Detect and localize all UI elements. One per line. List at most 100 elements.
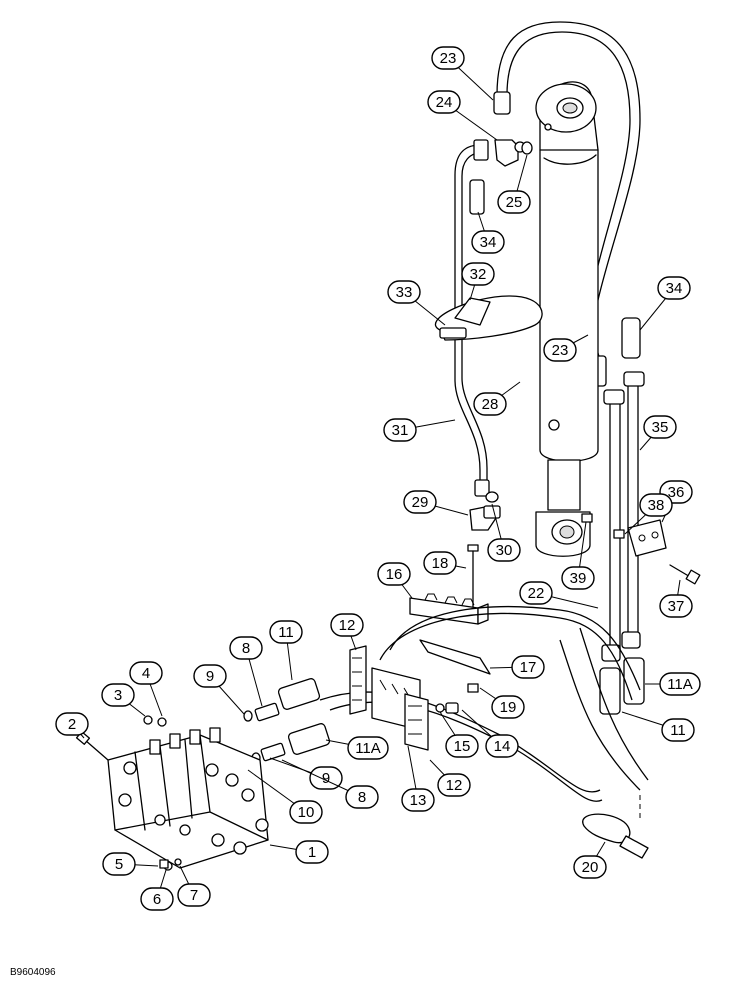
cylinder-28 <box>535 81 599 557</box>
callout-9: 9 <box>193 664 245 715</box>
nut-19 <box>467 683 479 693</box>
callout-2: 2 <box>55 712 89 739</box>
callout-11A: 11A <box>645 672 701 696</box>
callout-12: 12 <box>330 613 364 651</box>
callout-label: 19 <box>500 699 517 716</box>
diagram-code: B9604096 <box>10 967 56 978</box>
callout-19: 19 <box>479 687 525 719</box>
nut-4 <box>157 717 167 727</box>
callout-34: 34 <box>639 276 691 331</box>
callout-box <box>377 562 411 586</box>
callout-8: 8 <box>229 636 263 707</box>
callout-32: 32 <box>461 262 495 301</box>
callout-box <box>497 190 531 214</box>
callout-box <box>573 855 607 879</box>
clamp-20 <box>582 813 649 859</box>
callout-11A: 11A <box>325 736 389 760</box>
callout-label: 12 <box>339 617 356 634</box>
callout-label: 8 <box>242 640 250 657</box>
callout-box <box>383 418 417 442</box>
callout-17: 17 <box>489 655 545 679</box>
callout-25: 25 <box>497 154 531 214</box>
callout-38: 38 <box>624 493 673 535</box>
callout-37: 37 <box>659 579 693 618</box>
callout-box <box>487 538 521 562</box>
callout-23: 23 <box>543 334 589 362</box>
callout-5: 5 <box>102 852 159 876</box>
callout-label: 11 <box>670 722 686 739</box>
callout-label: 16 <box>386 566 403 583</box>
callout-20: 20 <box>573 841 607 879</box>
washer-7 <box>174 858 182 866</box>
callout-label: 37 <box>668 598 685 615</box>
callout-label: 39 <box>570 570 587 587</box>
callout-label: 13 <box>410 792 427 809</box>
coupler-11a-left <box>287 723 331 755</box>
callout-box <box>473 392 507 416</box>
strap-17 <box>419 639 491 675</box>
callout-box <box>519 581 553 605</box>
callout-label: 36 <box>668 484 685 501</box>
callout-label: 20 <box>582 859 599 876</box>
callout-box <box>345 785 379 809</box>
callout-10: 10 <box>247 769 323 824</box>
callout-label: 34 <box>480 234 497 251</box>
bolt-37 <box>669 564 701 585</box>
callout-box <box>295 840 329 864</box>
callout-11: 11 <box>621 711 695 742</box>
callout-label: 11A <box>667 676 693 693</box>
callout-16: 16 <box>377 562 413 599</box>
callout-box <box>485 734 519 758</box>
callout-label: 23 <box>552 342 569 359</box>
callout-label: 5 <box>115 856 123 873</box>
callout-box <box>659 594 693 618</box>
callout-box <box>661 718 695 742</box>
callout-box <box>269 620 303 644</box>
bolt-2 <box>75 731 109 761</box>
callout-label: 33 <box>396 284 413 301</box>
callout-label: 3 <box>114 687 122 704</box>
callout-label: 34 <box>666 280 683 297</box>
hose-35 <box>601 317 645 662</box>
elbow-24 <box>494 139 526 167</box>
callout-label: 11A <box>355 740 381 757</box>
callout-22: 22 <box>519 581 599 609</box>
callout-8: 8 <box>281 759 379 809</box>
callout-29: 29 <box>403 490 469 516</box>
callout-label: 28 <box>482 396 499 413</box>
o-ring-30 <box>485 491 499 503</box>
callout-box <box>102 852 136 876</box>
callout-33: 33 <box>387 280 446 326</box>
adapter-8-lower <box>260 742 286 762</box>
callout-label: 25 <box>506 194 523 211</box>
clamp-block-16 <box>409 593 489 625</box>
adapter-8-upper <box>254 702 280 722</box>
callout-label: 24 <box>436 94 453 111</box>
callout-14: 14 <box>461 709 519 758</box>
callout-box <box>229 636 263 660</box>
callout-box <box>445 734 479 758</box>
callout-label: 29 <box>412 494 429 511</box>
callout-box <box>659 672 701 696</box>
callout-box <box>177 883 211 907</box>
o-ring-25 <box>521 141 533 155</box>
callout-label: 18 <box>432 555 449 572</box>
nut-14 <box>445 702 459 714</box>
control-valve-1 <box>107 727 269 869</box>
callout-box <box>471 230 505 254</box>
callout-label: 6 <box>153 891 161 908</box>
callout-label: 31 <box>392 422 409 439</box>
callout-35: 35 <box>639 415 677 451</box>
nut-39 <box>581 513 593 523</box>
callout-label: 22 <box>528 585 545 602</box>
elbow-29 <box>469 505 501 531</box>
callout-label: 17 <box>520 659 537 676</box>
callout-11: 11 <box>269 620 303 681</box>
seal-9-upper <box>243 710 253 722</box>
nut-6 <box>159 859 169 869</box>
callout-34: 34 <box>471 211 505 254</box>
callout-label: 15 <box>454 738 471 755</box>
callout-23: 23 <box>431 46 494 101</box>
callout-box <box>643 415 677 439</box>
callout-box <box>401 788 435 812</box>
